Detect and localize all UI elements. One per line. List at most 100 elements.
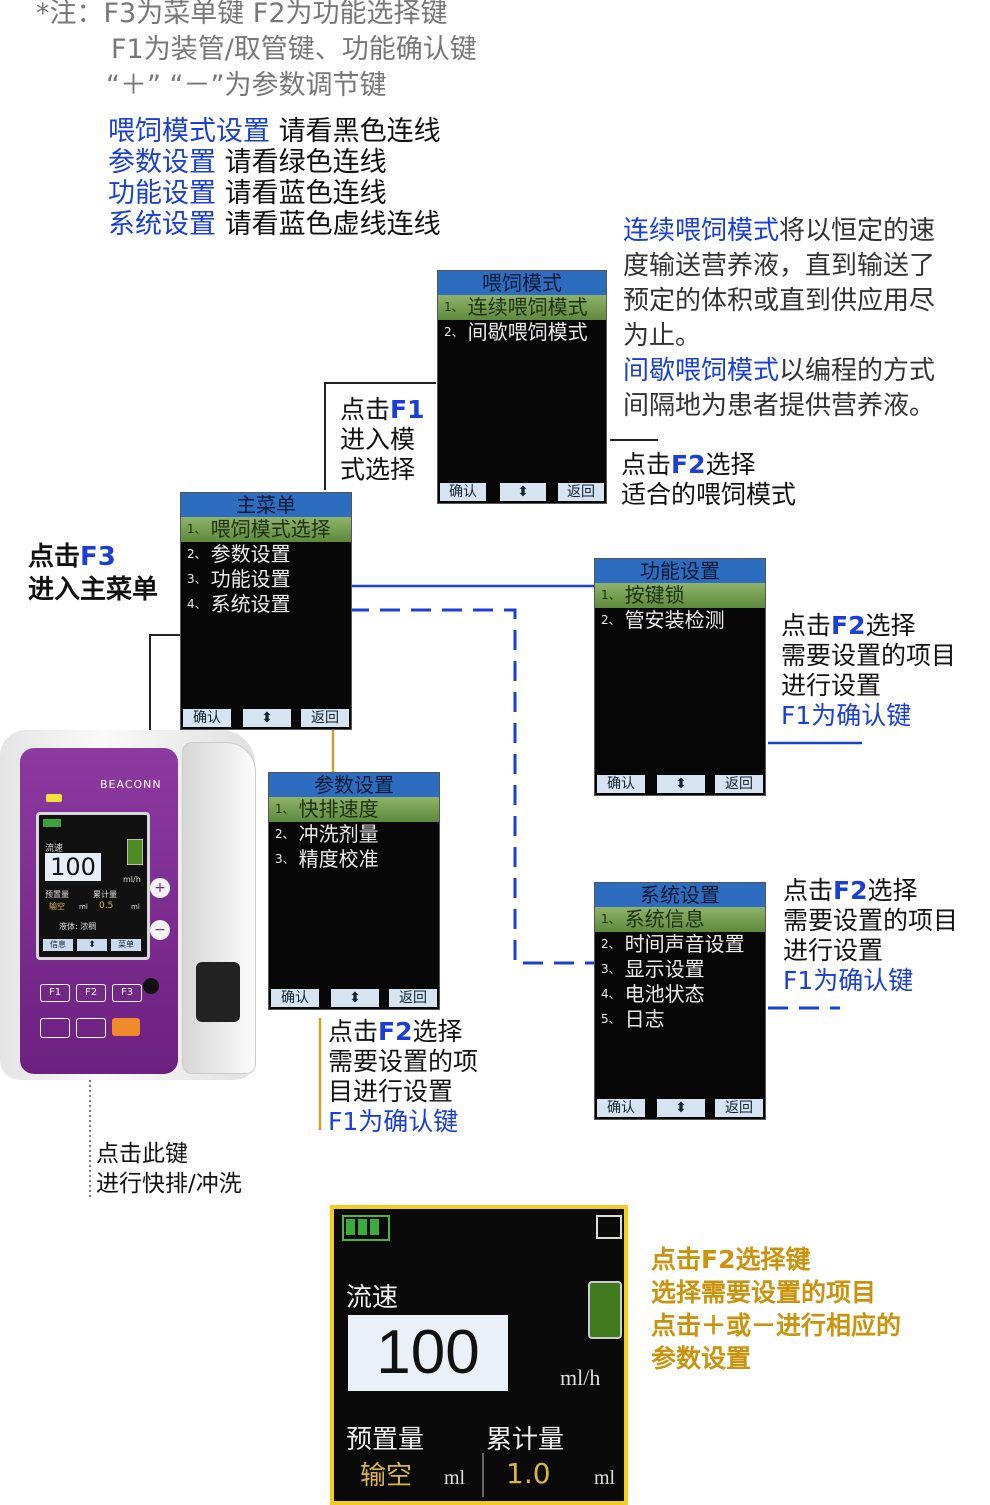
bag-icon: [127, 839, 143, 865]
menu-item-log[interactable]: 5、日志: [601, 1007, 665, 1031]
confirm-button[interactable]: 确认: [440, 483, 486, 501]
legend-item: 参数设置 请看绿色连线: [108, 147, 387, 178]
f3-key[interactable]: F3: [112, 984, 142, 1002]
up-down-arrows-icon[interactable]: ⬍: [243, 709, 291, 727]
screen-title: 参数设置: [269, 773, 439, 797]
ml-unit: ml: [444, 1467, 466, 1489]
screen-title: 喂饲模式: [438, 271, 606, 295]
feeding-pump-device: BEACONN 流速 100 ml/h 预置量 累计量 输空 ml 0.5 ml…: [0, 730, 265, 1100]
confirm-button[interactable]: 确认: [597, 775, 645, 793]
total-label: 累计量: [93, 890, 117, 899]
legend-item: 喂饲模式设置 请看黑色连线: [108, 116, 441, 147]
menu-item-feed-mode[interactable]: 1、喂饲模式选择: [181, 517, 351, 542]
menu-item-calibration[interactable]: 3、精度校准: [275, 847, 379, 871]
rate-unit: ml/h: [123, 875, 141, 884]
alarm-key[interactable]: [40, 1018, 70, 1038]
flush-key[interactable]: [76, 1018, 106, 1038]
ml-unit: ml: [594, 1467, 616, 1489]
menu-item-tube-detect[interactable]: 2、管安装检测: [601, 608, 725, 632]
confirm-button[interactable]: 确认: [271, 989, 319, 1007]
menu-item-continuous[interactable]: 1、连续喂饲模式: [438, 295, 606, 320]
info-soft-button[interactable]: 信息: [43, 939, 73, 951]
main-menu-screen: 主菜单 1、喂饲模式选择 2、参数设置 3、功能设置 4、系统设置 确认 ⬍ 返…: [180, 492, 352, 730]
note-line-1: *注：F3为菜单键 F2为功能选择键: [36, 0, 448, 29]
history-icon: [596, 1215, 622, 1239]
brand-logo: BEACONN: [100, 778, 162, 791]
f3-callout: 点击F3 进入主菜单: [28, 542, 159, 605]
desc-line: 为止。: [623, 321, 702, 351]
menu-item-display[interactable]: 3、显示设置: [601, 957, 705, 981]
preset-value: 输空: [360, 1461, 413, 1491]
flow-value: 100: [348, 1315, 508, 1391]
note-line-3: “＋” “－”为参数调节键: [106, 70, 387, 101]
back-button[interactable]: 返回: [715, 775, 763, 793]
bottom-callout: 点击F2选择键 选择需要设置的项目 点击＋或－进行相应的 参数设置: [651, 1245, 902, 1373]
rate-unit: ml/h: [560, 1365, 601, 1390]
continuous-mode-name: 连续喂饲模式: [623, 216, 780, 246]
function-settings-screen: 功能设置 1、按键锁 2、管安装检测 确认 ⬍ 返回: [594, 558, 766, 796]
menu-item-system-info[interactable]: 1、系统信息: [595, 907, 765, 932]
f1-key[interactable]: F1: [40, 984, 70, 1002]
minus-key[interactable]: −: [150, 920, 170, 940]
up-down-arrows-icon[interactable]: ⬍: [657, 1099, 705, 1117]
back-button[interactable]: 返回: [389, 989, 437, 1007]
battery-icon: [43, 819, 61, 827]
arrows-soft-button[interactable]: ⬍: [77, 939, 107, 951]
total-value: 1.0: [506, 1457, 551, 1490]
menu-item-key-lock[interactable]: 1、按键锁: [595, 583, 765, 608]
params-screen: 参数设置 1、快排速度 2、冲洗剂量 3、精度校准 确认 ⬍ 返回: [268, 772, 440, 1010]
fluid-label: 液体: 浓稠: [59, 922, 97, 931]
power-led: [46, 794, 62, 802]
preset-label: 预置量: [346, 1425, 425, 1455]
up-down-arrows-icon[interactable]: ⬍: [657, 775, 705, 793]
feed-bag-icon: [588, 1281, 622, 1339]
pump-rotor: [196, 962, 240, 1022]
legend-desc: 请看蓝色虚线连线: [224, 209, 441, 240]
flow-label: 流速: [346, 1283, 399, 1313]
legend-name: 功能设置: [108, 178, 216, 209]
menu-item-intermittent[interactable]: 2、间歇喂饲模式: [444, 320, 588, 344]
ml-unit: ml: [79, 903, 88, 911]
confirm-button[interactable]: 确认: [597, 1099, 645, 1117]
desc-line: 预定的体积或直到供应用尽: [623, 286, 936, 316]
f2-key[interactable]: F2: [76, 984, 106, 1002]
f2-mode-callout: 点击F2选择 适合的喂饲模式: [621, 450, 797, 509]
preset-label: 预置量: [45, 890, 69, 899]
mode-description: 连续喂饲模式将以恒定的速 度输送营养液，直到输送了 预定的体积或直到供应用尽 为…: [623, 214, 935, 424]
menu-item-function[interactable]: 3、功能设置: [187, 567, 291, 591]
battery-icon: [342, 1215, 390, 1241]
back-button[interactable]: 返回: [715, 1099, 763, 1117]
legend-item: 功能设置 请看蓝色连线: [108, 178, 387, 209]
note-line-2: F1为装管/取管键、功能确认键: [111, 34, 477, 65]
menu-item-system[interactable]: 4、系统设置: [187, 592, 291, 616]
screen-title: 主菜单: [181, 493, 351, 517]
back-button[interactable]: 返回: [558, 483, 604, 501]
legend-item: 系统设置 请看蓝色虚线连线: [108, 209, 441, 240]
screen-title: 系统设置: [595, 883, 765, 907]
pump-cover: [182, 742, 256, 1074]
menu-soft-button[interactable]: 菜单: [111, 939, 141, 951]
start-stop-key[interactable]: [112, 1018, 140, 1036]
plus-key[interactable]: +: [150, 878, 170, 898]
flow-label: 流速: [45, 844, 64, 854]
flow-value: 100: [45, 853, 101, 881]
total-label: 累计量: [486, 1425, 565, 1455]
confirm-button[interactable]: 确认: [183, 709, 231, 727]
menu-item-fast-speed[interactable]: 1、快排速度: [269, 797, 439, 822]
up-down-arrows-icon[interactable]: ⬍: [500, 483, 546, 501]
screen-title: 功能设置: [595, 559, 765, 583]
legend-desc: 请看绿色连线: [224, 147, 387, 178]
f1-callout: 点击F1 进入模 式选择: [340, 395, 425, 484]
menu-item-battery[interactable]: 4、电池状态: [601, 982, 705, 1006]
feed-mode-screen: 喂饲模式 1、连续喂饲模式 2、间歇喂饲模式 确认 ⬍ 返回: [437, 270, 607, 504]
system-callout: 点击F2选择 需要设置的项目 进行设置 F1为确认键: [783, 876, 959, 995]
desc-line: 间隔地为患者提供营养液。: [623, 391, 936, 421]
menu-item-flush-dose[interactable]: 2、冲洗剂量: [275, 822, 379, 846]
menu-item-time-sound[interactable]: 2、时间声音设置: [601, 932, 745, 956]
menu-item-params[interactable]: 2、参数设置: [187, 542, 291, 566]
up-down-arrows-icon[interactable]: ⬍: [331, 989, 379, 1007]
function-callout: 点击F2选择 需要设置的项目 进行设置 F1为确认键: [781, 611, 957, 730]
legend-name: 喂饲模式设置: [108, 116, 270, 147]
back-button[interactable]: 返回: [301, 709, 349, 727]
ml-unit: ml: [131, 903, 140, 911]
